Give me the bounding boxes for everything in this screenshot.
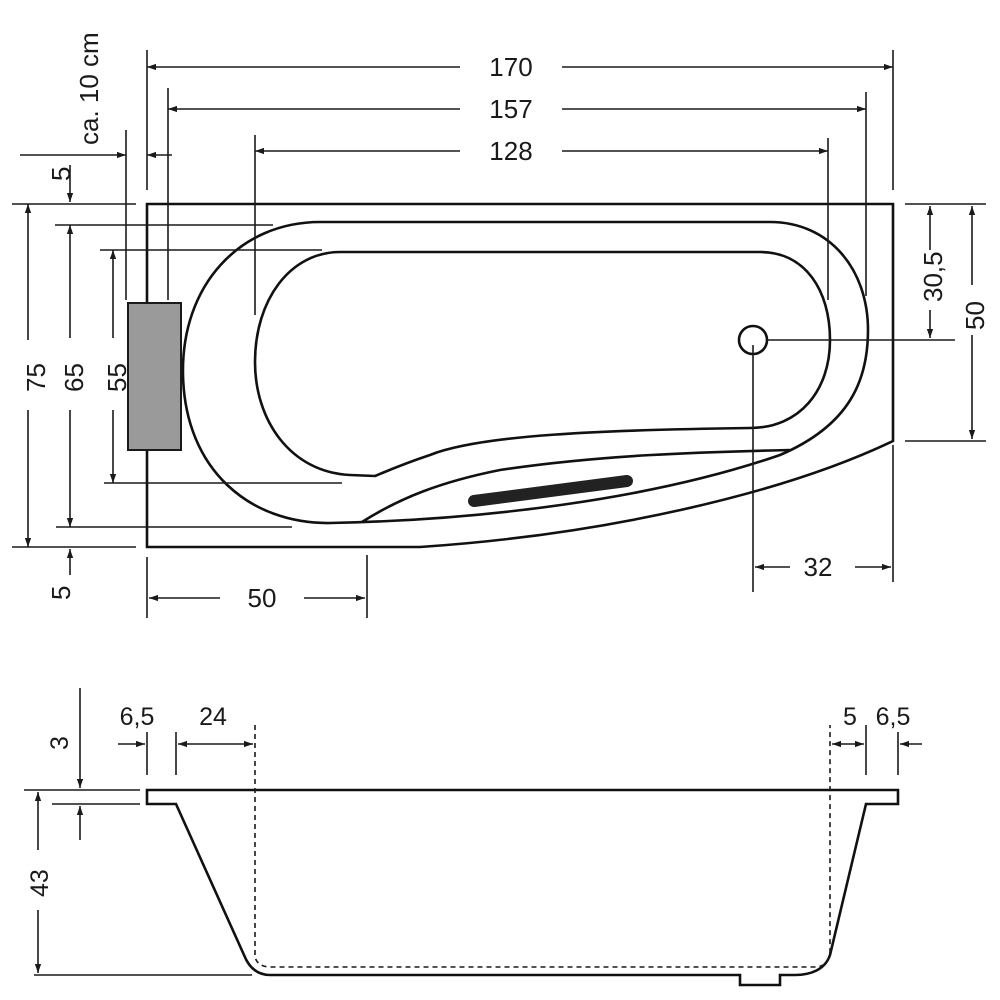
headrest (127, 302, 182, 451)
dim-width-157: 157 (489, 94, 532, 124)
dim-offset-5-top: 5 (46, 167, 76, 181)
dim-width-170: 170 (489, 52, 532, 82)
dim-43: 43 (26, 869, 54, 897)
dim-24: 24 (199, 703, 227, 731)
dim-6-5-left: 6,5 (120, 703, 155, 731)
dim-offset-5-bottom: 5 (46, 586, 76, 600)
dim-5-right: 5 (843, 703, 857, 731)
dim-height-65: 65 (59, 363, 89, 392)
dim-3: 3 (46, 736, 74, 750)
dim-drain-30-5: 30,5 (918, 251, 948, 302)
tub-outline (145, 202, 895, 549)
tub-seat-line (361, 448, 791, 524)
side-rim (145, 788, 900, 987)
dim-6-5-right: 6,5 (876, 703, 911, 731)
dim-height-50-right: 50 (960, 301, 990, 330)
side-basin-dashed (254, 725, 831, 968)
tub-rim-inner (181, 220, 870, 525)
dim-height-75: 75 (21, 363, 51, 392)
dim-width-128: 128 (489, 136, 532, 166)
top-view: 170 157 128 ca. 10 cm 5 75 65 55 (12, 32, 990, 618)
side-view: 6,5 24 5 6,5 3 43 (24, 688, 922, 987)
dim-ca-10cm: ca. 10 cm (74, 32, 104, 145)
dim-length-50-bottom: 50 (248, 583, 277, 613)
tub-basin (253, 250, 832, 478)
handle (468, 475, 633, 507)
dim-height-55: 55 (102, 363, 132, 392)
dim-drain-32: 32 (804, 552, 833, 582)
